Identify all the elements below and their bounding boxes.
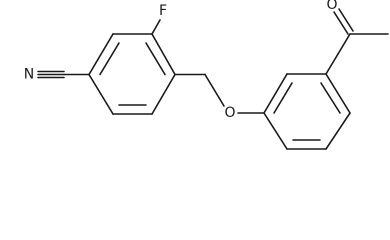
right-benzene-ring — [263, 73, 351, 150]
ether-oxygen-label: O — [224, 105, 235, 121]
left-benzene-ring — [88, 33, 176, 115]
left-ring-bond — [88, 33, 114, 76]
acetyl-carbon-bond — [325, 33, 351, 75]
carbonyl-double-bond-2 — [338, 8, 354, 32]
acetyl-group — [325, 8, 389, 75]
right-ring-bond — [325, 73, 351, 114]
fluorine-label: F — [159, 3, 167, 19]
molecule-structure-diagram: N F O O — [24, 0, 389, 150]
carbonyl-double-bond-1 — [333, 11, 349, 35]
left-ring-bond — [151, 73, 176, 115]
ketone-oxygen-label: O — [326, 0, 337, 13]
ch2-oxygen-bond — [204, 73, 225, 107]
left-ring-double-bond — [145, 42, 166, 76]
left-ring-double-bond — [99, 42, 120, 76]
fluorine-bond — [151, 19, 161, 35]
right-ring-bond — [263, 73, 288, 114]
ether-linker — [174, 73, 265, 114]
left-ring-bond — [151, 33, 176, 76]
nitrile-group — [37, 70, 90, 79]
right-ring-double-bond — [273, 82, 293, 114]
right-ring-bond — [325, 112, 351, 150]
right-ring-bond — [263, 112, 288, 150]
left-ring-bond — [88, 73, 114, 115]
right-ring-double-bond — [320, 82, 341, 114]
nitrile-nitrogen-label: N — [24, 67, 34, 83]
